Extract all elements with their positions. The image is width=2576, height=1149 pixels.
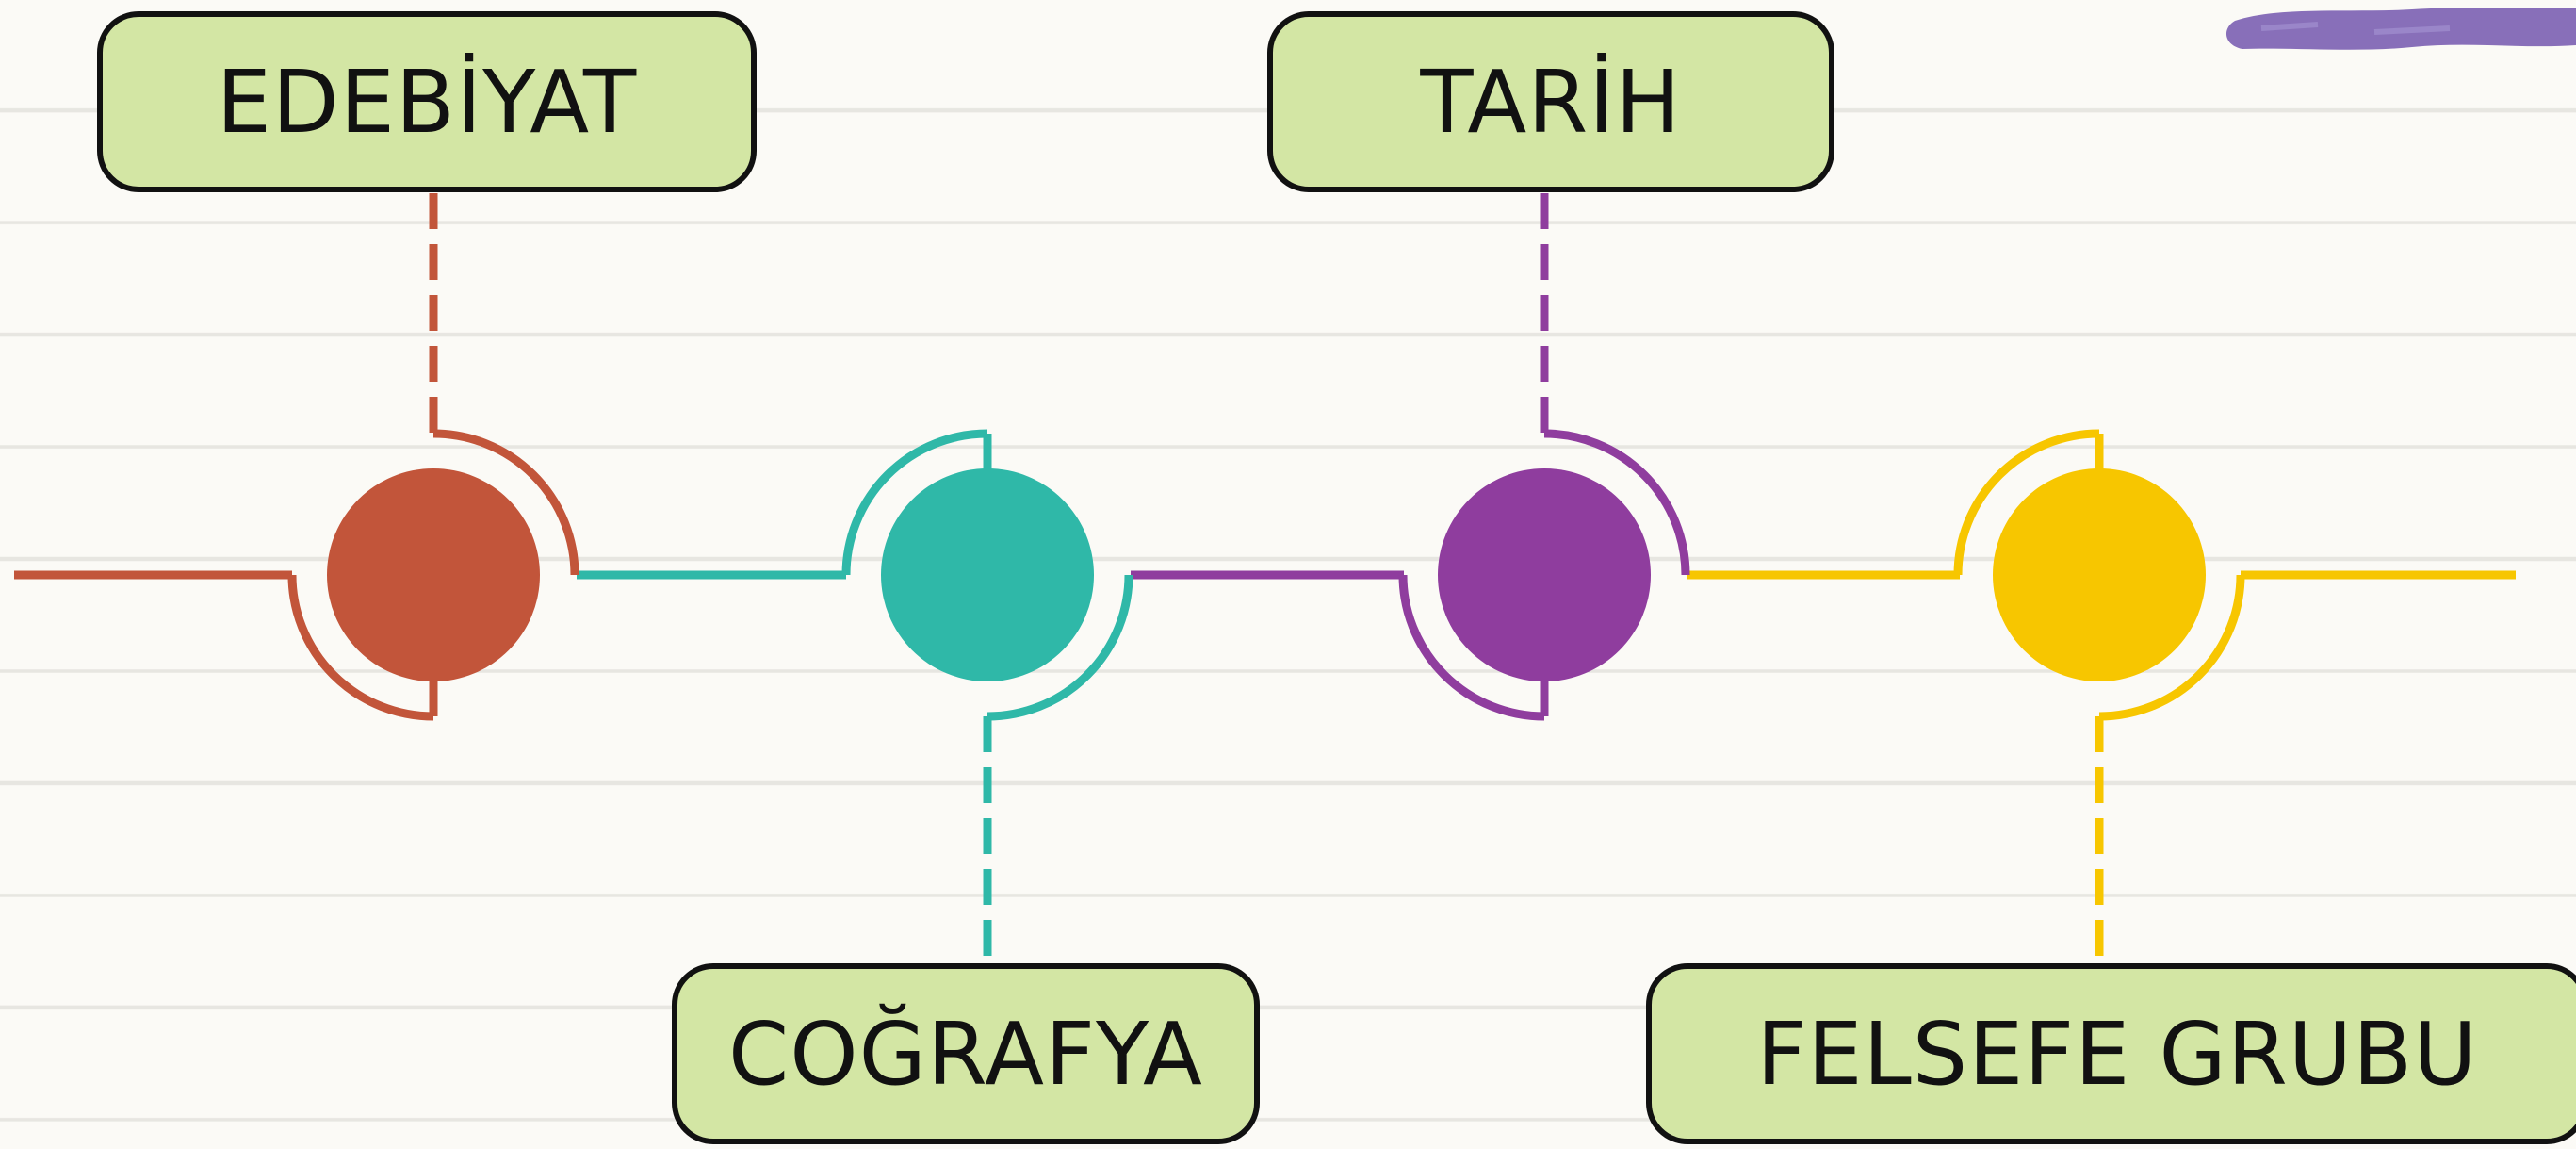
node-4-label-box: FELSEFE GRUBU [1646,963,2576,1144]
node-4-arc-bottom [2098,574,2245,721]
node-1-arc-top [432,429,579,576]
node-1-label-box: EDEBİYAT [97,11,757,192]
node-3-dot [1438,468,1651,681]
node-4-dot [1993,468,2206,681]
node-3-arc-bottom [1398,574,1545,721]
node-4-label: FELSEFE GRUBU [1756,1003,2478,1105]
node-3-arc-top [1543,429,1690,576]
node-4-arc-top [1953,429,2100,576]
brush-stroke-decoration [2225,8,2576,50]
timeline-node-1 [287,193,579,721]
node-2-label: COĞRAFYA [728,1003,1203,1105]
node-2-arc-bottom [986,574,1133,721]
node-1-dot [327,468,540,681]
node-1-label: EDEBİYAT [216,51,638,153]
timeline-node-4 [1953,429,2245,961]
timeline-node-3 [1398,193,1690,721]
node-2-label-box: COĞRAFYA [672,963,1260,1144]
node-2-arc-top [841,429,988,576]
node-3-label: TARİH [1420,51,1682,153]
timeline-node-2 [841,429,1133,961]
node-1-arc-bottom [287,574,434,721]
node-3-label-box: TARİH [1267,11,1834,192]
node-2-dot [881,468,1094,681]
